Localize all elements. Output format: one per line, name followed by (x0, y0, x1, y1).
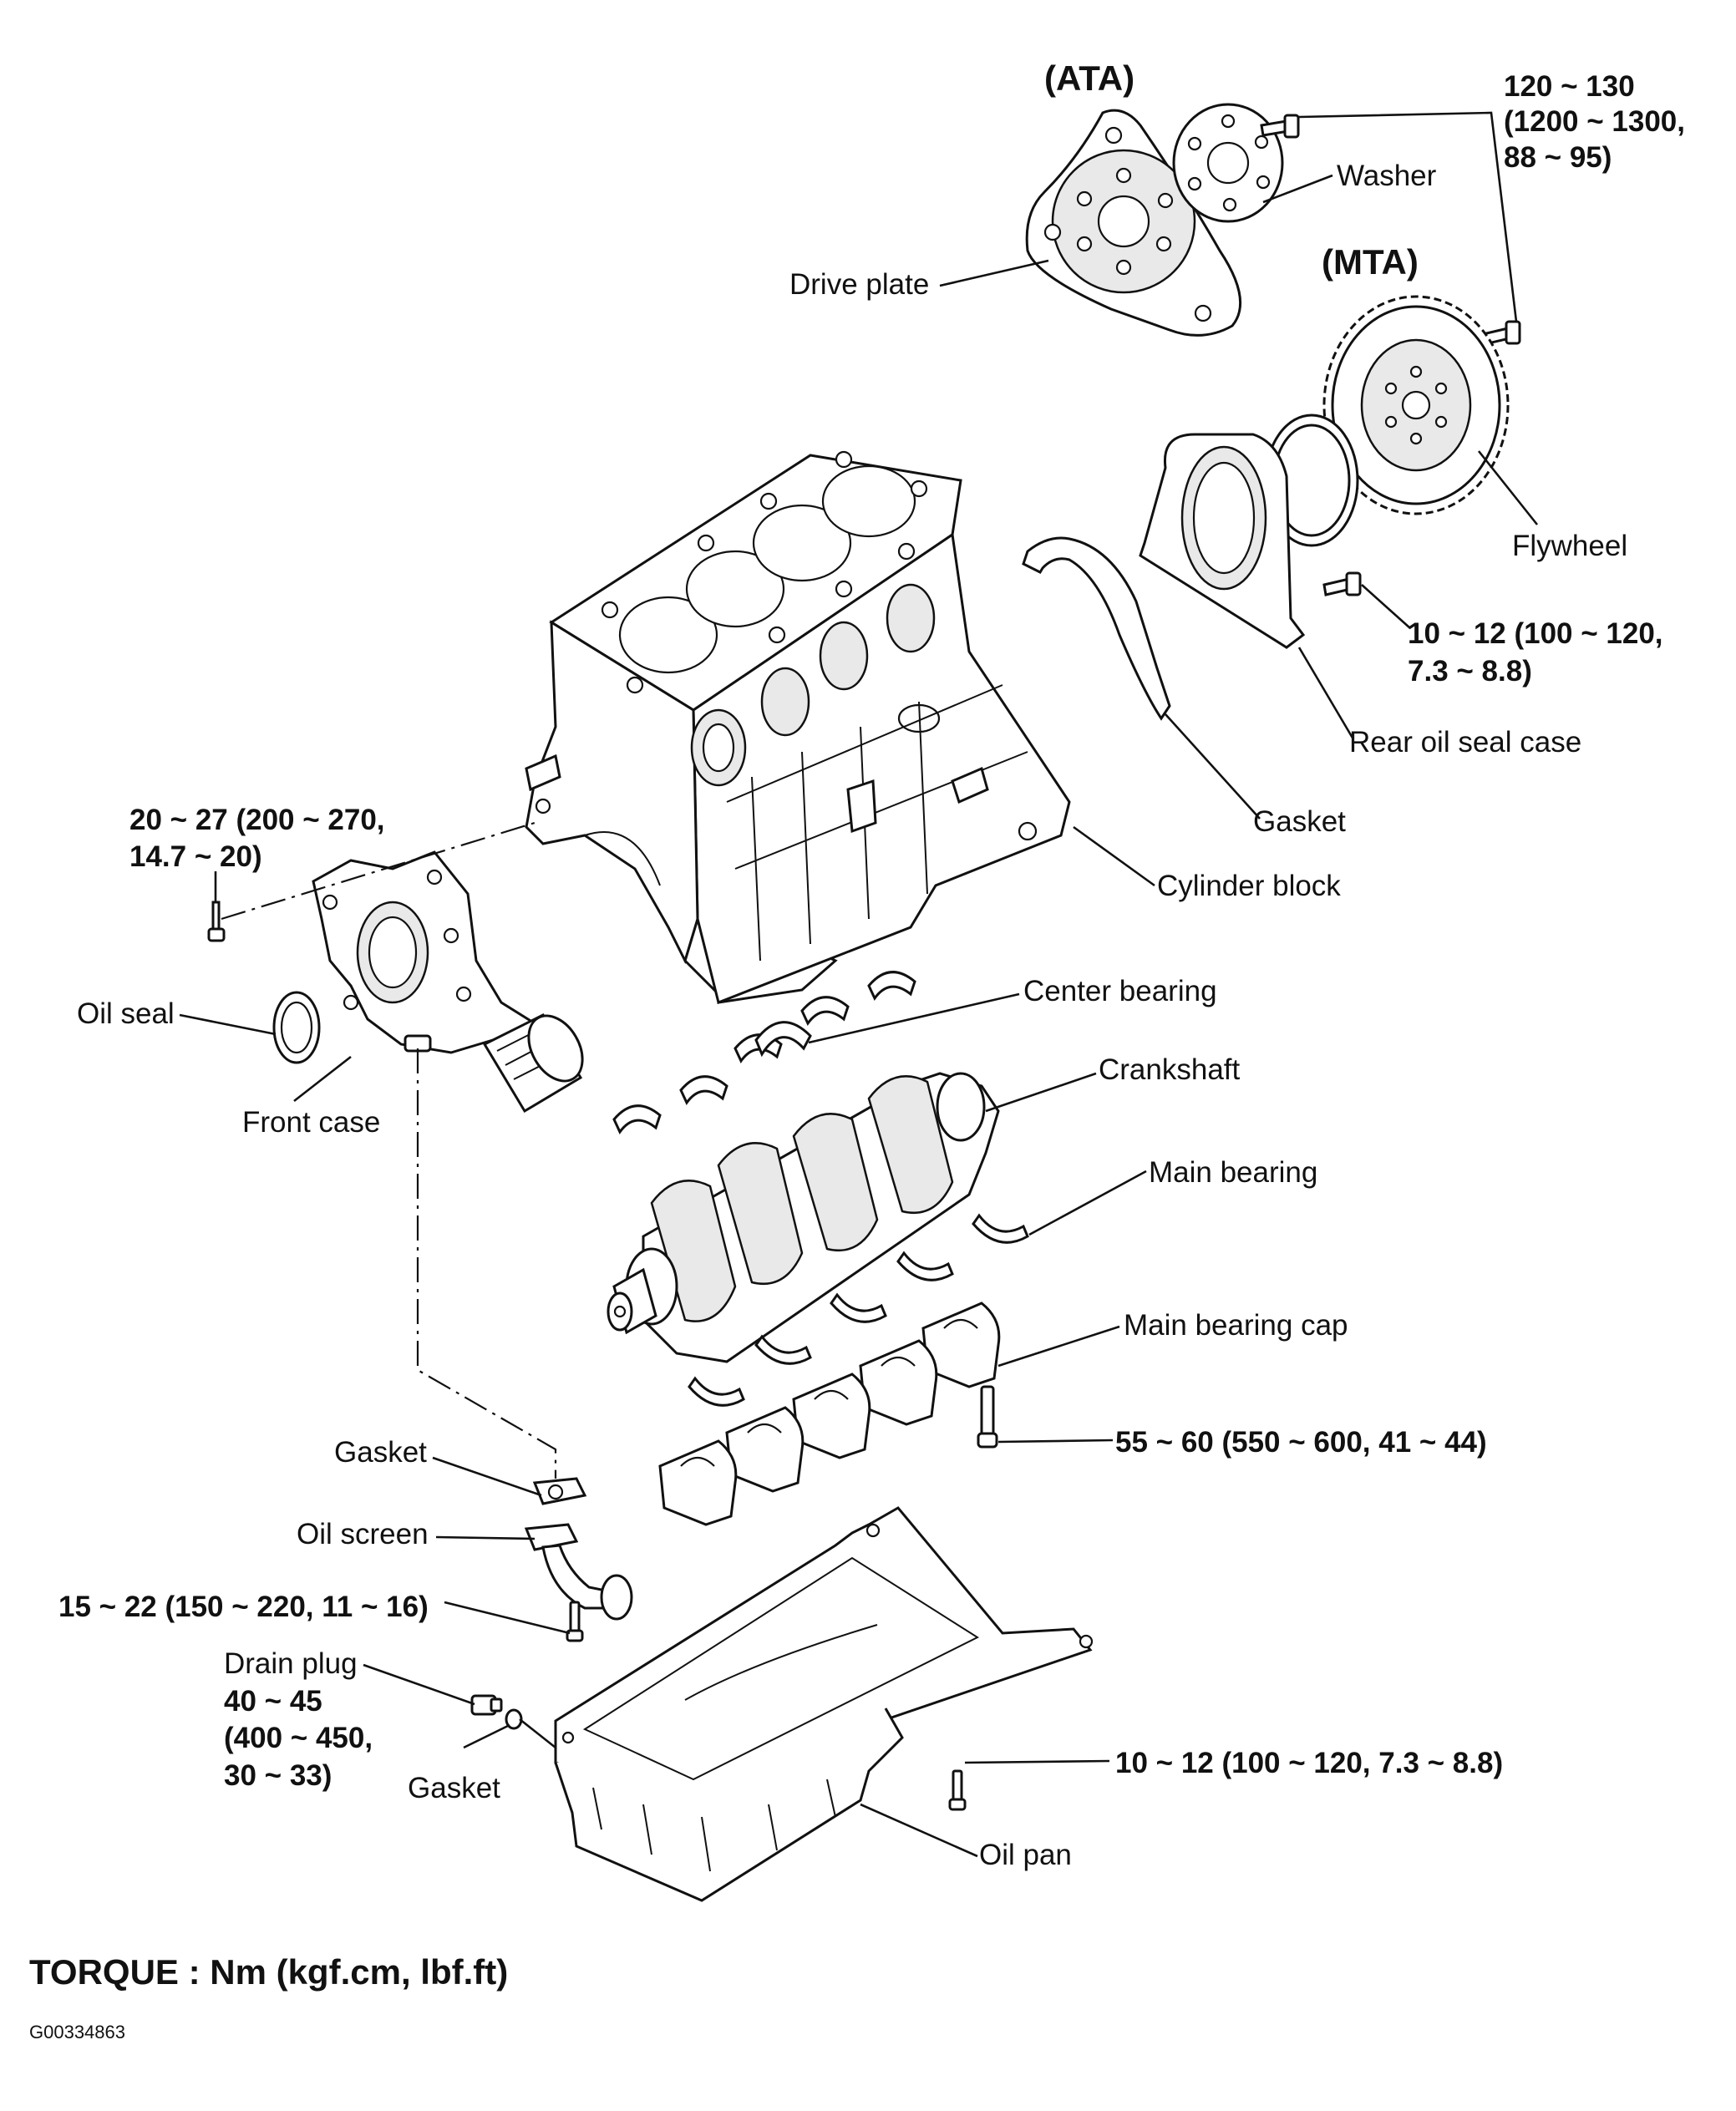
drive-plate (1025, 109, 1242, 337)
drain-plug-torque-line1: 40 ~ 45 (224, 1685, 322, 1718)
torque-units-caption: TORQUE : Nm (kgf.cm, lbf.ft) (29, 1952, 508, 1992)
oil-pan-torque-label: 10 ~ 12 (100 ~ 120, 7.3 ~ 8.8) (1115, 1747, 1503, 1779)
mta-variant-label: (MTA) (1322, 242, 1419, 282)
oil-screen-bolt (566, 1601, 584, 1642)
front-case-label: Front case (242, 1106, 380, 1139)
main-bearing-cap-label: Main bearing cap (1124, 1309, 1348, 1342)
main-bearing-label: Main bearing (1149, 1156, 1317, 1189)
crankshaft-label: Crankshaft (1099, 1053, 1241, 1086)
flywheel-torque-line1: 120 ~ 130 (1504, 70, 1635, 103)
center-bearing-label: Center bearing (1023, 975, 1217, 1007)
main-bearing-caps (658, 1302, 1001, 1526)
front-case-torque-line1: 20 ~ 27 (200 ~ 270, (129, 804, 385, 836)
oil-pan-bolt (948, 1769, 967, 1811)
main-cap-bolt (977, 1385, 998, 1449)
crankshaft (607, 1072, 1000, 1363)
oil-screen (524, 1523, 633, 1621)
screen-gasket-label: Gasket (334, 1436, 427, 1469)
washer (1172, 103, 1284, 223)
oil-pan-label: Oil pan (979, 1839, 1072, 1871)
ata-variant-label: (ATA) (1044, 58, 1134, 98)
rear-oil-seal-case (1139, 433, 1306, 649)
front-case (312, 850, 584, 1114)
flywheel-label: Flywheel (1512, 530, 1627, 562)
oil-screen-gasket (532, 1477, 587, 1505)
rear-gasket-label: Gasket (1253, 805, 1346, 838)
figure-code: G00334863 (29, 2022, 125, 2042)
rear-seal-torque-line1: 10 ~ 12 (100 ~ 120, (1408, 617, 1663, 650)
leader-lines (179, 111, 1539, 1858)
oil-pan (554, 1506, 1094, 1902)
flywheel-torque-line3: 88 ~ 95) (1504, 141, 1612, 174)
rear-seal-torque-line2: 7.3 ~ 8.8) (1408, 655, 1532, 688)
washer-label: Washer (1337, 160, 1437, 192)
main-cap-torque-label: 55 ~ 60 (550 ~ 600, 41 ~ 44) (1115, 1426, 1487, 1459)
front-case-torque-line2: 14.7 ~ 20) (129, 840, 262, 873)
drain-plug-label: Drain plug (224, 1647, 358, 1680)
drain-gasket-label: Gasket (408, 1772, 500, 1804)
upper-bearing-shells (612, 971, 916, 1134)
drive-plate-label: Drive plate (789, 268, 929, 301)
rear-gasket (1022, 536, 1171, 721)
cylinder-block (525, 450, 1071, 1005)
rear-seal-bolt (1322, 571, 1362, 596)
lower-bearing-shells (688, 1213, 1029, 1407)
drain-plug-torque-line2: (400 ~ 450, (224, 1722, 373, 1754)
oil-screen-torque-label: 15 ~ 22 (150 ~ 220, 11 ~ 16) (58, 1591, 429, 1623)
drain-plug (470, 1694, 503, 1716)
flywheel-torque-line2: (1200 ~ 1300, (1504, 105, 1685, 138)
flywheel (1322, 295, 1510, 515)
oil-screen-label: Oil screen (297, 1518, 429, 1550)
drain-plug-torque-line3: 30 ~ 33) (224, 1759, 332, 1792)
rear-oil-seal-case-label: Rear oil seal case (1349, 726, 1581, 759)
front-case-bolt (207, 901, 226, 942)
oil-seal-label: Oil seal (77, 997, 175, 1030)
front-oil-seal (272, 991, 321, 1064)
cylinder-block-label: Cylinder block (1157, 870, 1341, 902)
